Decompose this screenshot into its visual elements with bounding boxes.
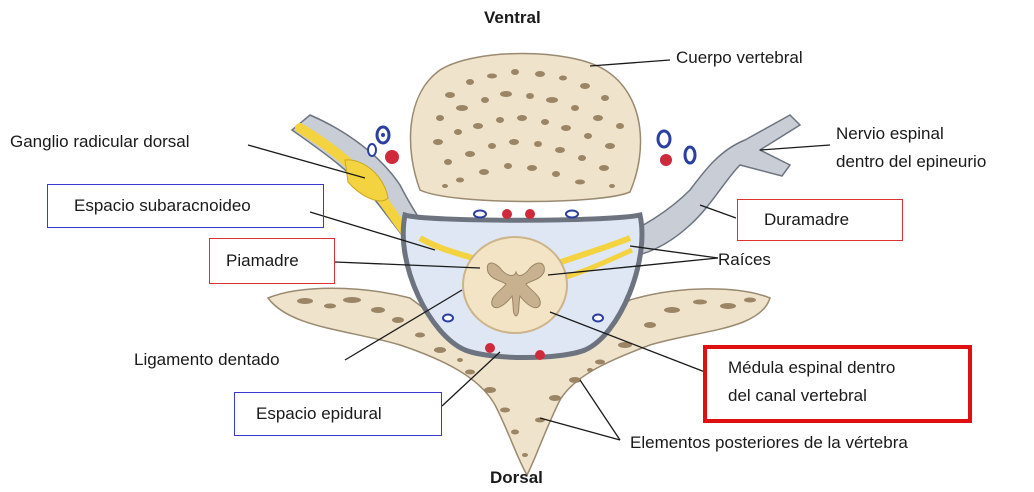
ganglio-label: Ganglio radicular dorsal [10, 132, 190, 152]
ligamento-label: Ligamento dentado [134, 350, 280, 370]
medula-line1: Médula espinal dentro [728, 358, 895, 378]
espacio-epidural-label: Espacio epidural [256, 404, 382, 424]
espacio-subaracnoideo-label: Espacio subaracnoideo [74, 196, 251, 216]
raices-label: Raíces [718, 250, 771, 270]
duramadre-label: Duramadre [764, 210, 849, 230]
dorsal-label: Dorsal [490, 468, 543, 488]
ventral-label: Ventral [484, 8, 541, 28]
cuerpo-vertebral-label: Cuerpo vertebral [676, 48, 803, 68]
vertebral-body [410, 54, 640, 202]
medula-box [703, 345, 972, 423]
nervio-line1: Nervio espinal [836, 124, 944, 144]
medula-line2: del canal vertebral [728, 386, 867, 406]
nervio-line2: dentro del epineurio [836, 152, 986, 172]
piamadre-label: Piamadre [226, 251, 299, 271]
elementos-label: Elementos posteriores de la vértebra [630, 433, 908, 453]
